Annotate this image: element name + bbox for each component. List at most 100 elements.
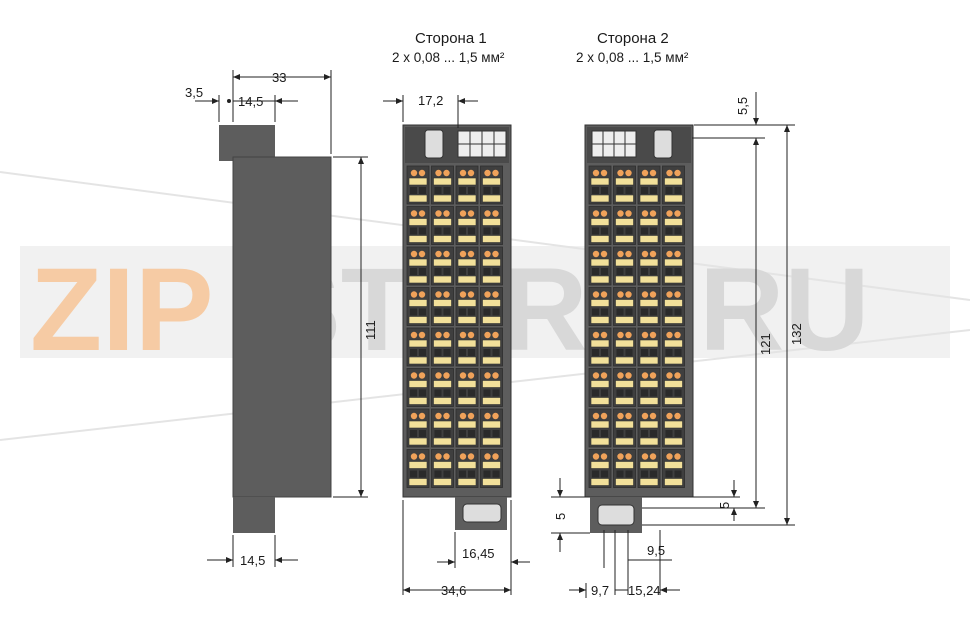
side-1-bottom-slot <box>462 503 502 523</box>
dim-121: 121 <box>758 333 773 355</box>
terminal-cell <box>431 449 454 488</box>
front-view-side-2: Сторона 2 2 x 0,08 ... 1,5 мм² <box>576 30 694 533</box>
terminal-cell <box>431 206 454 245</box>
front-view-side-1: Сторона 1 2 x 0,08 ... 1,5 мм² <box>392 30 512 530</box>
dim-16-45: 16,45 <box>462 546 495 561</box>
terminal-cell <box>613 327 636 367</box>
terminal-cell <box>662 408 685 448</box>
dim-5-right: 5 <box>717 502 732 509</box>
terminal-cell <box>588 246 612 286</box>
dim-5-left: 5 <box>553 513 568 520</box>
terminal-cell <box>613 287 636 326</box>
terminal-cell <box>431 327 454 367</box>
terminal-cell <box>480 327 503 367</box>
terminal-cell <box>613 408 636 448</box>
terminal-cell <box>613 246 636 286</box>
terminal-cell <box>431 368 454 407</box>
side-view-dimensions: 33 3,5 14,5 111 14,5 <box>185 70 378 568</box>
dim-14-5-bottom: 14,5 <box>240 553 265 568</box>
dim-3-5: 3,5 <box>185 85 203 100</box>
dim-9-7: 9,7 <box>591 583 609 598</box>
side-view-tab <box>219 125 233 161</box>
terminal-cell <box>588 287 612 326</box>
terminal-cell <box>613 206 636 245</box>
terminal-cell <box>406 368 430 407</box>
terminal-cell <box>406 287 430 326</box>
side-view-bottom-block <box>233 497 275 533</box>
terminal-cell <box>455 408 479 448</box>
side-view-top-block <box>233 125 275 157</box>
dim-15-24: 15,24 <box>628 583 661 598</box>
terminal-cell <box>455 327 479 367</box>
terminal-cell <box>480 368 503 407</box>
terminal-cell <box>588 408 612 448</box>
terminal-cell <box>406 327 430 367</box>
terminal-cell <box>637 327 661 367</box>
side-view-body <box>232 156 332 498</box>
terminal-cell <box>431 408 454 448</box>
terminal-cell <box>455 449 479 488</box>
dim-111: 111 <box>363 320 378 340</box>
terminal-cell <box>480 449 503 488</box>
terminal-cell <box>588 165 612 205</box>
terminal-cell <box>480 287 503 326</box>
terminal-cell <box>613 368 636 407</box>
terminal-cell <box>480 246 503 286</box>
terminal-cell <box>406 165 430 205</box>
dim-17-2: 17,2 <box>418 93 443 108</box>
side-1-title: Сторона 1 <box>415 30 487 47</box>
terminal-cell <box>588 449 612 488</box>
terminal-cell <box>480 408 503 448</box>
terminal-cell <box>637 408 661 448</box>
dim-132: 132 <box>789 323 804 345</box>
terminal-cell <box>662 287 685 326</box>
terminal-cell <box>588 206 612 245</box>
watermark-text-zip: ZIP <box>30 244 214 376</box>
terminal-cell <box>406 408 430 448</box>
terminal-cell <box>455 246 479 286</box>
dim-14-5-top: 14,5 <box>238 94 263 109</box>
terminal-cell <box>637 206 661 245</box>
terminal-cell <box>455 206 479 245</box>
terminal-cell <box>455 368 479 407</box>
side-2-dimensions: 5,5 121 132 5 5 9,5 9,7 15,24 <box>551 92 804 598</box>
terminal-cell <box>588 368 612 407</box>
terminal-cell <box>637 449 661 488</box>
terminal-cell <box>406 449 430 488</box>
dim-5-5: 5,5 <box>735 97 750 115</box>
terminal-cell <box>613 449 636 488</box>
terminal-cell <box>662 246 685 286</box>
terminal-cell <box>431 165 454 205</box>
terminal-cell <box>637 287 661 326</box>
terminal-cell <box>480 206 503 245</box>
side-1-terminal-grid <box>406 165 503 488</box>
dim-9-5: 9,5 <box>647 543 665 558</box>
terminal-cell <box>406 206 430 245</box>
side-2-terminal-grid <box>588 165 685 488</box>
terminal-cell <box>662 449 685 488</box>
terminal-cell <box>662 165 685 205</box>
terminal-cell <box>662 368 685 407</box>
side-2-bottom-slot <box>597 504 635 526</box>
side-1-coding-slot <box>424 129 444 159</box>
dim-33: 33 <box>272 70 286 85</box>
terminal-cell <box>637 165 661 205</box>
terminal-cell <box>588 327 612 367</box>
side-2-spec: 2 x 0,08 ... 1,5 мм² <box>576 50 689 65</box>
watermark-text-store: STORE.RU <box>262 244 870 376</box>
terminal-cell <box>637 246 661 286</box>
dim-34-6: 34,6 <box>441 583 466 598</box>
terminal-cell <box>406 246 430 286</box>
side-1-spec: 2 x 0,08 ... 1,5 мм² <box>392 50 505 65</box>
terminal-cell <box>637 368 661 407</box>
terminal-cell <box>662 206 685 245</box>
side-view <box>219 125 332 533</box>
terminal-cell <box>613 165 636 205</box>
terminal-cell <box>431 287 454 326</box>
terminal-cell <box>455 165 479 205</box>
side-1-dimensions: 17,2 16,45 34,6 <box>383 93 530 598</box>
terminal-cell <box>480 165 503 205</box>
terminal-cell <box>431 246 454 286</box>
